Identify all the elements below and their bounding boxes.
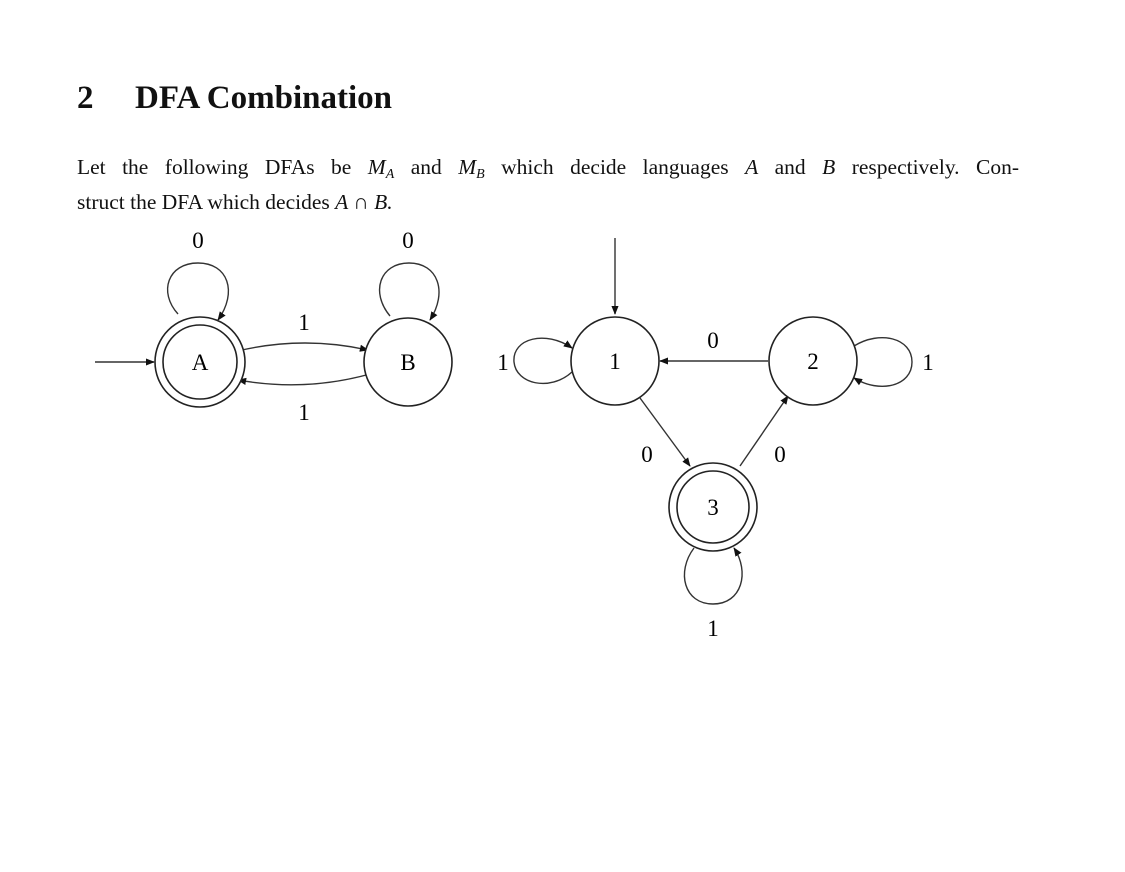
section-title: DFA Combination [135, 80, 393, 116]
label-2-to-1: 0 [707, 328, 719, 353]
statement-text: and [774, 155, 806, 179]
label-b-self: 0 [402, 228, 414, 253]
label-a-to-b: 1 [298, 310, 310, 335]
label-1-to-3: 0 [641, 442, 653, 467]
state-3-label: 3 [707, 495, 719, 520]
label-2-self: 1 [922, 350, 934, 375]
state-1-label: 1 [609, 349, 621, 374]
label-1-self: 1 [497, 350, 509, 375]
label-a-self: 0 [192, 228, 204, 253]
state-2-label: 2 [807, 349, 819, 374]
statement-text: which decide languages [501, 155, 729, 179]
self-loop-a [167, 262, 229, 321]
edge-1-to-3 [639, 397, 691, 467]
edge-a-to-b [241, 342, 369, 352]
self-loop-3 [683, 547, 743, 605]
statement-text: struct the DFA which decides [77, 190, 330, 214]
label-3-to-2: 0 [774, 442, 786, 467]
section-number: 2 [77, 80, 94, 116]
state-3: 3 [668, 462, 758, 552]
section-heading: 2 DFA Combination [77, 80, 392, 117]
language-b: B [822, 155, 836, 179]
label-b-to-a: 1 [298, 400, 310, 425]
statement-text: respectively. Con- [851, 155, 1019, 179]
dfa-b-diagram: 1 1 1 0 0 0 1 2 3 [497, 238, 934, 641]
edge-b-to-a [237, 373, 371, 386]
state-a: A [154, 316, 246, 408]
dfa-a-diagram: 0 0 1 1 A B [95, 228, 453, 425]
edge-3-to-2 [739, 395, 789, 467]
statement-text: Let the following DFAs be [77, 155, 352, 179]
intersection-expression: A ∩ B. [335, 190, 393, 214]
state-b: B [363, 317, 453, 407]
statement-line-2: struct the DFA which decides A ∩ B. [77, 185, 1027, 220]
label-3-self: 1 [707, 616, 719, 641]
machine-a: MA [367, 155, 395, 182]
problem-statement: Let the following DFAs be MA and MB whic… [77, 150, 1027, 220]
machine-b: MB [458, 155, 485, 182]
state-2: 2 [768, 316, 858, 406]
self-loop-b [378, 262, 440, 321]
state-1: 1 [570, 316, 660, 406]
state-b-label: B [400, 350, 415, 375]
self-loop-2 [853, 337, 913, 387]
state-a-label: A [192, 350, 209, 375]
statement-line-1: Let the following DFAs be MA and MB whic… [77, 150, 1019, 185]
statement-text: and [410, 155, 442, 179]
language-a: A [745, 155, 759, 179]
self-loop-1 [513, 337, 573, 385]
